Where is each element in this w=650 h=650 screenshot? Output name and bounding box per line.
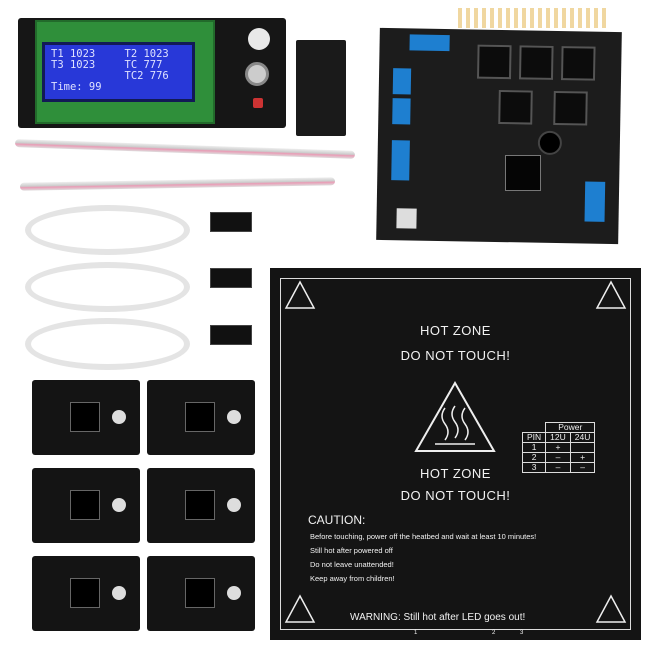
do-not-touch-label: DO NOT TOUCH!: [400, 348, 511, 363]
stepper-driver: [147, 468, 255, 543]
endstop-switch: [210, 268, 252, 288]
table-cell: [569, 442, 596, 453]
hot-zone-label: HOT ZONE: [420, 323, 491, 338]
table-cell: –: [545, 462, 571, 473]
table-cell: 1: [521, 442, 547, 453]
table-cell: 3: [521, 462, 547, 473]
table-cell: +: [545, 442, 571, 453]
rotary-encoder-knob: [245, 62, 269, 86]
screw-terminal: [391, 140, 410, 181]
stepper-socket: [553, 90, 588, 126]
stepper-driver: [32, 468, 140, 543]
caution-line: Still hot after powered off: [310, 546, 393, 555]
lcd-text: T2 1023: [124, 48, 169, 60]
lcd-text: T1 1023: [51, 48, 96, 60]
screw-terminal: [584, 181, 606, 222]
endstop-cable: [25, 318, 190, 370]
table-cell: 2: [521, 452, 547, 463]
ribbon-cable: [19, 177, 336, 191]
heat-warning-icon: [284, 280, 316, 309]
table-cell: +: [569, 452, 596, 463]
screw-terminal: [409, 34, 450, 52]
table-header: PIN: [521, 432, 547, 443]
microcontroller-chip: [505, 155, 541, 191]
endstop-switch: [210, 325, 252, 345]
pin-label: 2: [492, 630, 496, 636]
heat-warning-icon: [414, 380, 496, 452]
stepper-driver: [147, 556, 255, 631]
screw-terminal: [392, 68, 412, 95]
heat-warning-icon: [284, 594, 316, 623]
heat-warning-icon: [595, 594, 627, 623]
warning-triangles: [284, 280, 627, 623]
do-not-touch-label: DO NOT TOUCH!: [400, 488, 511, 503]
table-cell: –: [569, 462, 596, 473]
reset-button: [253, 98, 263, 108]
stepper-socket: [560, 46, 596, 81]
stepper-socket: [476, 44, 512, 80]
lcd-text: TC 777: [124, 59, 163, 71]
lcd-text: TC2 776: [124, 70, 169, 82]
header-pins: [458, 8, 608, 28]
lcd-adapter-board: [296, 40, 346, 136]
table-cell: –: [545, 452, 571, 463]
table-header: 12U: [545, 432, 571, 443]
hot-zone-label: HOT ZONE: [420, 466, 491, 481]
table-header: 24U: [569, 432, 596, 443]
pin-label: 1: [414, 630, 418, 636]
caution-line: Keep away from children!: [310, 574, 395, 583]
endstop-switch: [210, 212, 252, 232]
endstop-cable: [25, 262, 190, 312]
caution-line: Before touching, power off the heatbed a…: [310, 532, 537, 541]
lcd-text: Time: 99: [51, 81, 102, 93]
warning-text: WARNING: Still hot after LED goes out!: [350, 612, 526, 623]
stepper-socket: [498, 89, 533, 125]
stepper-driver: [32, 380, 140, 455]
caution-line: Do not leave unattended!: [310, 560, 394, 569]
stepper-driver: [32, 556, 140, 631]
heatbed: HOT ZONE DO NOT TOUCH! HOT ZONE DO NOT T…: [270, 268, 641, 640]
lcd-screen: T1 1023 T2 1023 T3 1023 TC 777 TC2 776 Tim…: [42, 42, 195, 102]
table-title: Power: [545, 422, 596, 433]
endstop-cable: [25, 205, 190, 255]
heat-warning-icon: [595, 280, 627, 309]
lcd-text: T3 1023: [51, 59, 96, 71]
mainboard: [376, 27, 622, 245]
ribbon-cable: [14, 139, 356, 159]
pin-label: 3: [520, 630, 524, 636]
heatbed-border: [280, 278, 631, 630]
usb-port: [396, 208, 417, 229]
stepper-driver: [147, 380, 255, 455]
screw-terminal: [392, 98, 411, 125]
caution-title: CAUTION:: [308, 513, 366, 527]
buzzer: [537, 130, 563, 156]
stepper-socket: [518, 45, 554, 80]
buzzer: [248, 28, 270, 50]
